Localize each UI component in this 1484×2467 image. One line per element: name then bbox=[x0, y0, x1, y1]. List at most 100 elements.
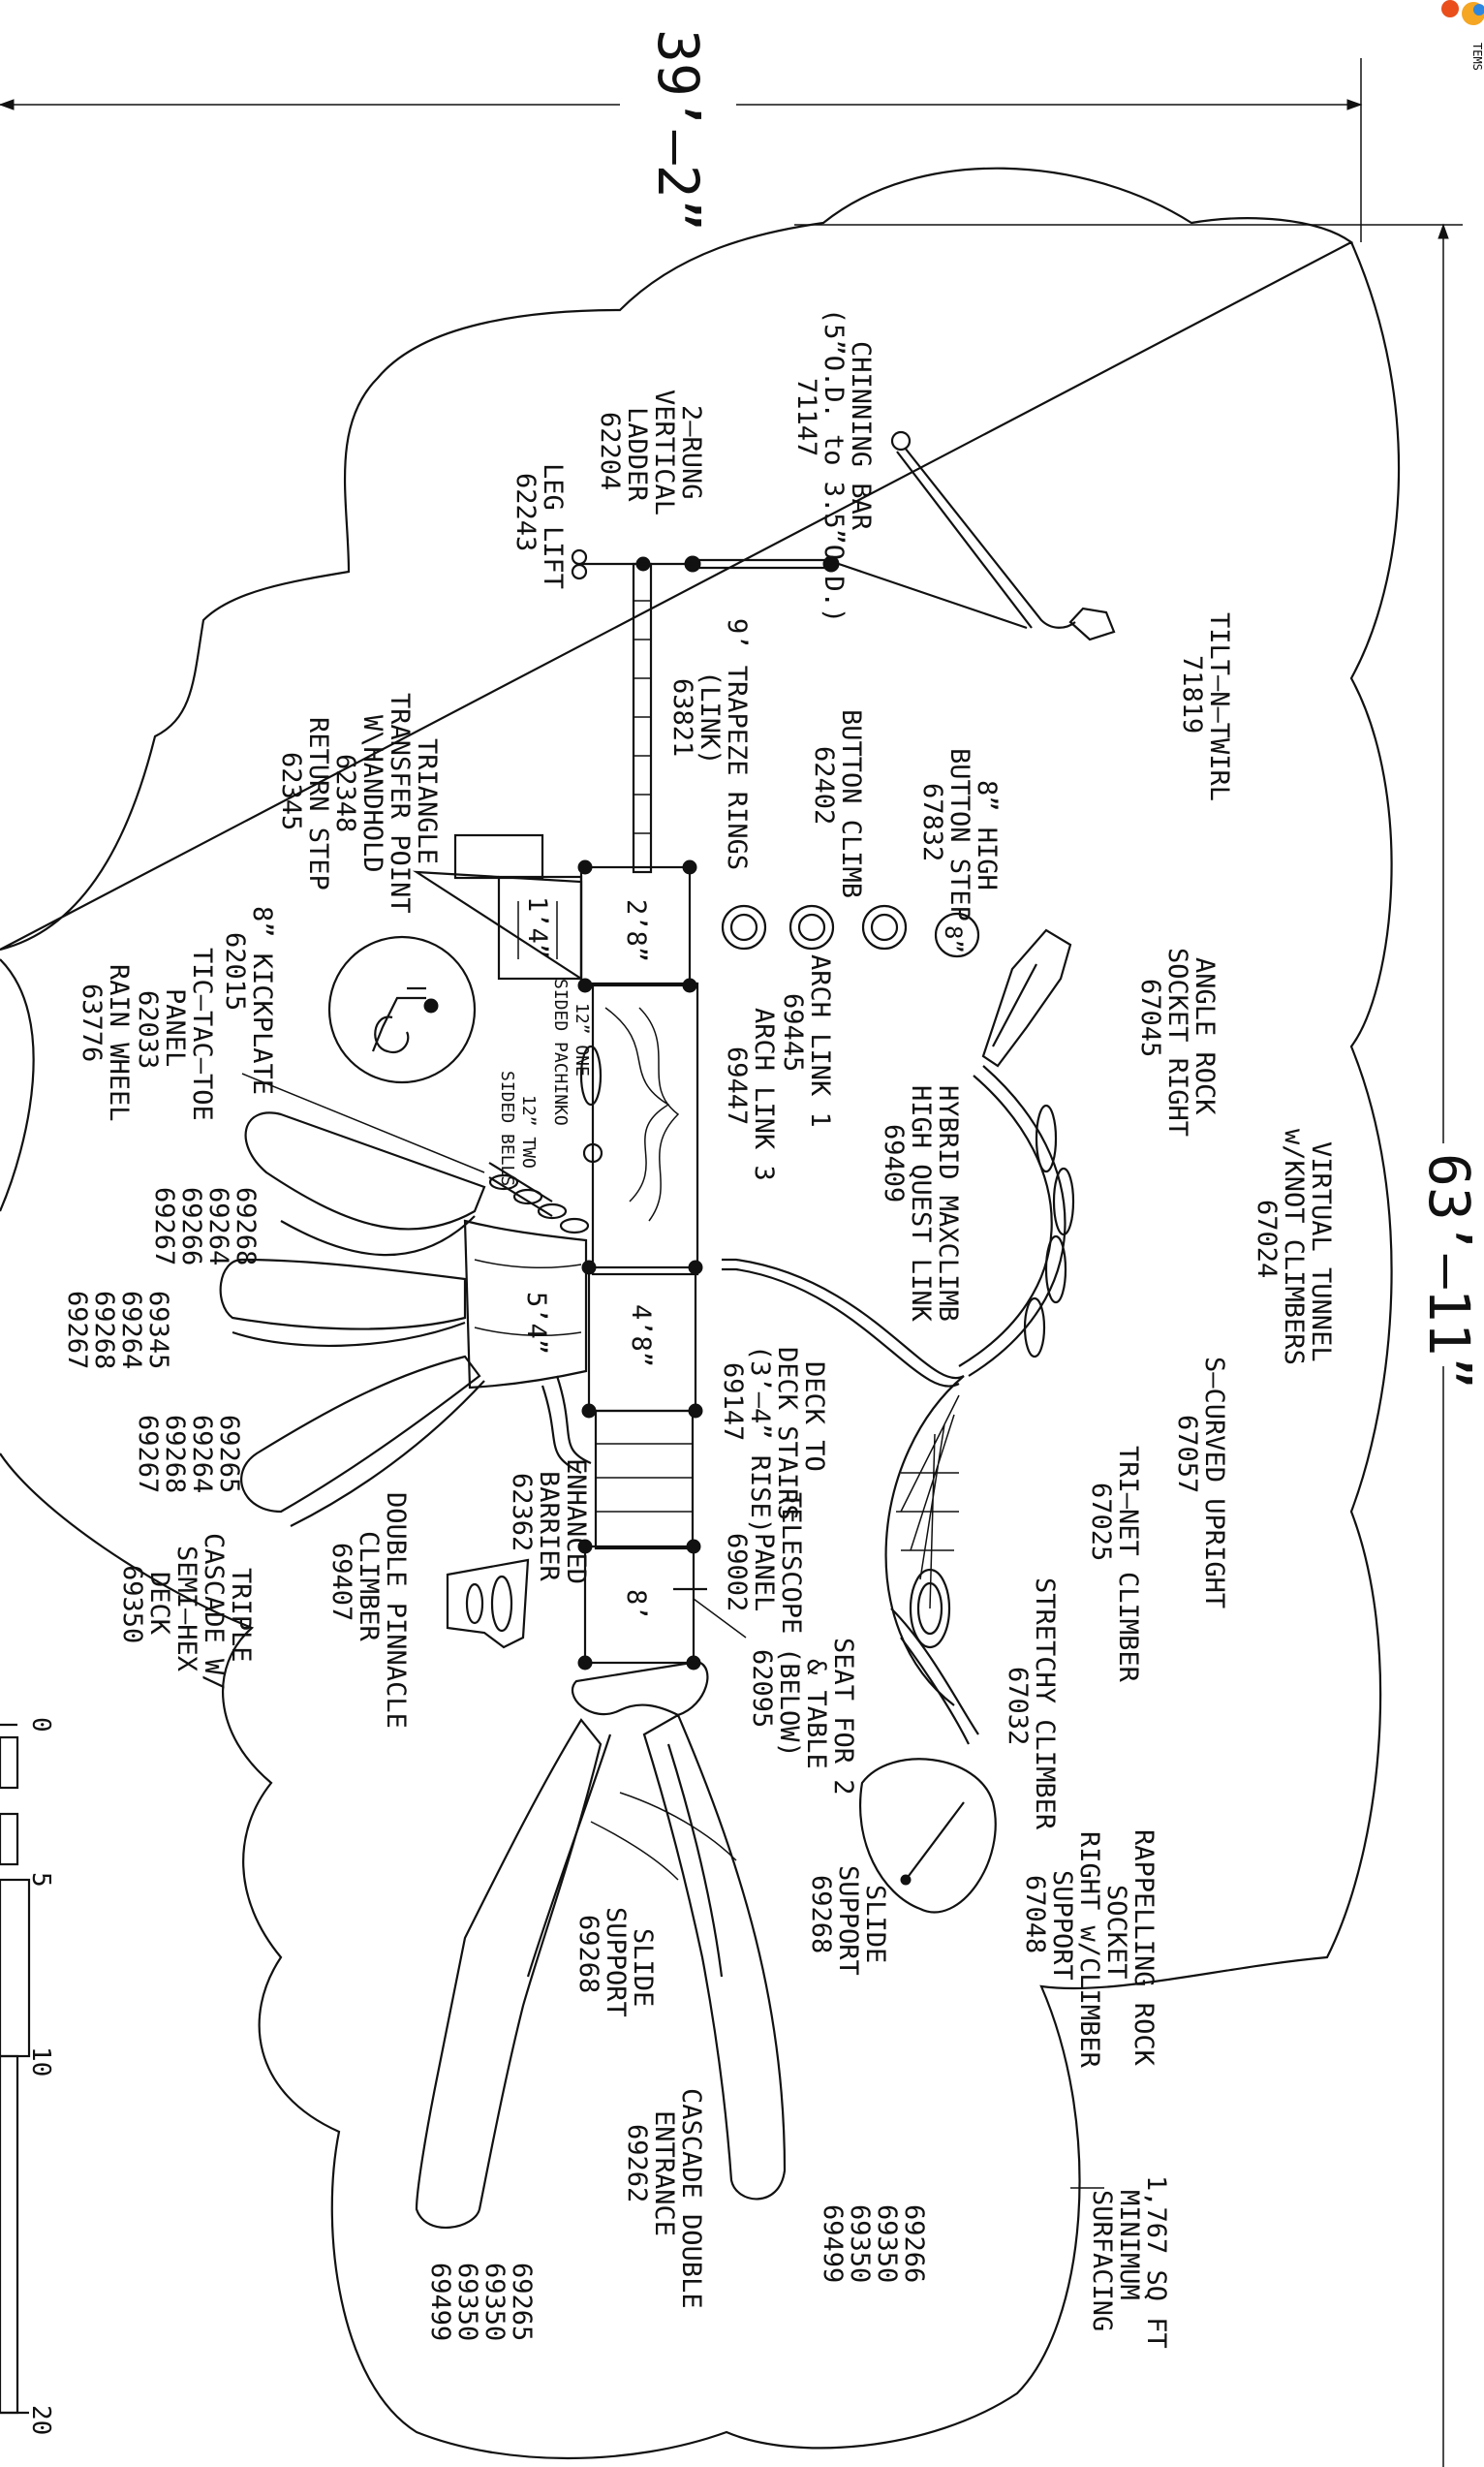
pachinko-panel bbox=[579, 1045, 603, 1164]
tilt-n-twirl bbox=[832, 430, 1116, 641]
width-dimension-label: 39’–2” bbox=[645, 29, 711, 233]
scale-tick-0: 0 bbox=[26, 1717, 55, 1733]
plan-label-text: BUTTON CLIMB bbox=[836, 709, 866, 898]
plan-label-text: HYBRID MAXCLIMB bbox=[933, 1085, 963, 1322]
plan-label-text: 62348 bbox=[330, 754, 360, 832]
label-seat: SEAT FOR 2& TABLE(BELOW)62095 bbox=[747, 1638, 858, 1796]
plan-label-text: SOCKET bbox=[1101, 1885, 1131, 1980]
surfacing-boundary bbox=[0, 167, 1401, 2460]
plan-label-text: BARRIER bbox=[534, 1471, 564, 1582]
plan-label-text: 69407 bbox=[326, 1543, 356, 1621]
plan-label-text: SURFACING bbox=[1087, 2190, 1117, 2331]
plan-label-text: 69268 bbox=[231, 1187, 261, 1265]
plan-label-text: W\HANDHOLD bbox=[357, 715, 387, 873]
plan-label-text: (BELOW) bbox=[774, 1647, 804, 1758]
plan-label-text: 71819 bbox=[1177, 655, 1207, 734]
plan-label-text: RAPPELLING ROCK bbox=[1128, 1829, 1159, 2067]
width-dimension: 39’–2” bbox=[0, 19, 1363, 242]
plan-label-text: 69268 bbox=[573, 1915, 603, 1993]
plan-label-text: 69350 bbox=[452, 2263, 482, 2341]
plan-label-text: DECK TO bbox=[799, 1361, 829, 1472]
plan-label-text: 69447 bbox=[722, 1046, 752, 1125]
plan-label-text: DOUBLE PINNACLE bbox=[381, 1492, 411, 1729]
deck-height-1-4: 1’4” bbox=[522, 896, 552, 959]
plan-label-text: 67048 bbox=[1020, 1875, 1050, 1953]
plan-label-text: 62204 bbox=[595, 412, 625, 490]
plan-label-text: 62402 bbox=[809, 746, 839, 825]
brand-logo-text: TEMS bbox=[1470, 43, 1484, 71]
plan-label-text: 69267 bbox=[149, 1187, 179, 1265]
scale-bar: 0 5 10 20 bbox=[0, 1717, 55, 2435]
plan-label-text: LADDER bbox=[622, 407, 652, 502]
telescope-seat bbox=[673, 1587, 747, 1639]
plan-label-text: 69268 bbox=[89, 1291, 119, 1369]
plan-label-text: ENHANCED bbox=[561, 1458, 591, 1584]
plan-label-text: 62033 bbox=[133, 990, 163, 1069]
plan-label-text: 69499 bbox=[425, 2263, 455, 2341]
plan-label-text: SLIDE bbox=[860, 1885, 890, 1963]
plan-label-text: TRIPLE bbox=[226, 1568, 256, 1663]
plan-label-text: 69264 bbox=[203, 1187, 233, 1265]
stretchy-climber bbox=[890, 1608, 979, 1745]
plan-label-text: 2–RUNG bbox=[676, 405, 706, 500]
plan-label-text: SIDED PACHINKO bbox=[550, 979, 571, 1126]
plan-label-text: SLIDE bbox=[628, 1928, 658, 2007]
plan-label-text: 69350 bbox=[872, 2204, 902, 2283]
angle-rock bbox=[981, 928, 1072, 1068]
plan-label-text: (LINK) bbox=[695, 671, 725, 765]
plan-label-text: 69345 bbox=[143, 1291, 173, 1369]
plan-label-text: RIGHT w/CLIMBER bbox=[1074, 1831, 1104, 2069]
plan-label-text: CASCADE W/ bbox=[199, 1533, 229, 1691]
plan-label-text: CHINNING BAR bbox=[846, 341, 876, 531]
plan-label-text: 69268 bbox=[806, 1875, 836, 1953]
plan-label-text: DECK STAIRS bbox=[772, 1347, 802, 1520]
plan-label-text: ANGLE ROCK bbox=[1190, 957, 1220, 1115]
rappelling-rock bbox=[859, 1758, 997, 1914]
length-dimension: 63’–11” bbox=[794, 223, 1482, 2467]
plan-label-text: ARCH LINK 3 bbox=[749, 1008, 779, 1181]
plan-label-text: 69265 bbox=[507, 2263, 537, 2341]
plan-label-text: 69002 bbox=[722, 1533, 752, 1611]
chinning-bar bbox=[684, 555, 840, 573]
plan-label-text: SUPPORT bbox=[601, 1907, 631, 2017]
plan-label-text: PANEL bbox=[749, 1533, 779, 1611]
plan-label-text: SIDED BELLS bbox=[497, 1071, 517, 1186]
triple-cascade-slides bbox=[219, 1111, 588, 1527]
plan-label-text: 62243 bbox=[510, 473, 541, 551]
double-pinnacle-climber bbox=[446, 1558, 530, 1649]
plan-label-text: 67057 bbox=[1172, 1415, 1202, 1493]
enhanced-barrier bbox=[541, 1375, 592, 1474]
tic-tac-toe-arm bbox=[241, 1073, 590, 1234]
brand-logo: TEMS bbox=[1441, 0, 1484, 71]
plan-label-text: HIGH QUEST LINK bbox=[906, 1085, 936, 1323]
button-step-badge: 8” bbox=[940, 925, 967, 953]
plan-label-text: 12” TWO bbox=[518, 1095, 539, 1169]
button-climb: 8” bbox=[721, 904, 980, 958]
plan-label-text: 63821 bbox=[667, 678, 697, 757]
plan-label-text: 69409 bbox=[879, 1124, 909, 1202]
